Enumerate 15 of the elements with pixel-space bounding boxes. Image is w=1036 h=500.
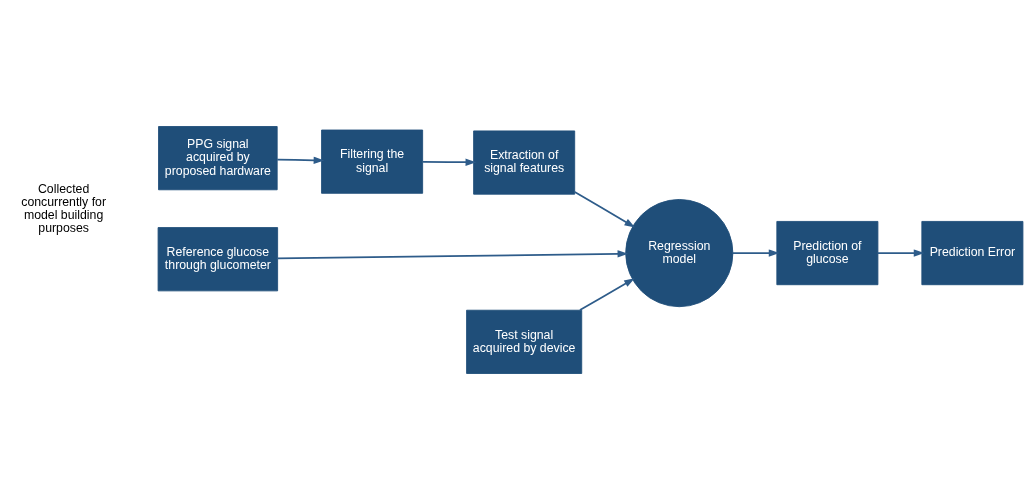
node-box: Prediction Error — [921, 221, 1024, 286]
node-box: Test signal acquired by device — [466, 309, 583, 374]
node-box: Reference glucose through glucometer — [157, 227, 279, 292]
arrow — [276, 250, 629, 260]
arrow — [732, 249, 780, 257]
node-box: Extraction of signal features — [473, 130, 576, 195]
arrow — [573, 191, 636, 228]
node-box: PPG signal acquired by proposed hardware — [158, 126, 278, 191]
node-box: Filtering the signal — [321, 129, 424, 194]
label: Collected concurrently for model building purposes — [21, 181, 106, 236]
arrow — [422, 158, 477, 166]
arrow — [276, 156, 325, 165]
arrow — [877, 249, 925, 257]
arrow — [579, 278, 635, 311]
node-box: Prediction of glucose — [776, 221, 879, 286]
